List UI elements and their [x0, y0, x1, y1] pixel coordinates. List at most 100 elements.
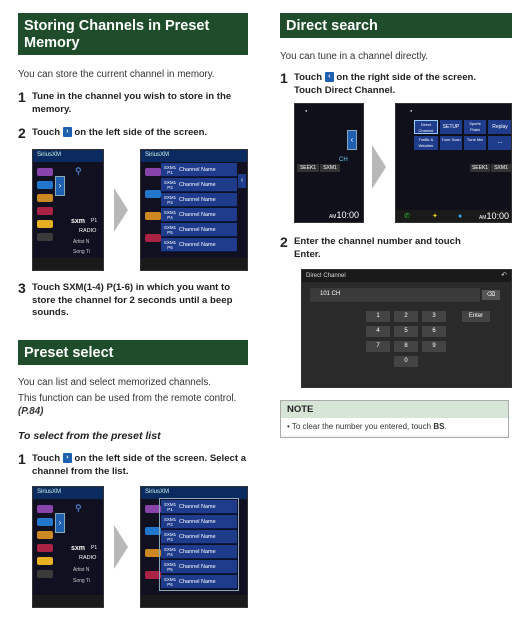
key-7[interactable]: 7 — [366, 341, 390, 352]
step-number: 1 — [280, 70, 288, 86]
direct-screen-before: ● ‹ CH SEEK1 SXM1 AM10:00 — [294, 103, 364, 223]
key-0[interactable]: 0 — [394, 356, 418, 367]
more-button[interactable]: ... — [488, 136, 511, 150]
sx-header: SiriusXM — [141, 150, 247, 162]
step-number: 1 — [18, 451, 26, 467]
direct-open-button[interactable]: ‹ — [347, 130, 357, 150]
chevron-right-icon: › — [62, 453, 72, 464]
preset-open-button[interactable]: › — [55, 513, 65, 533]
preset-intro-2-text: This function can be used from the remot… — [18, 393, 237, 404]
tune-scan-button[interactable]: Tune Scan — [440, 136, 462, 150]
step-text-post: on the right side of the screen. — [336, 72, 477, 83]
bottom-bar — [396, 210, 511, 222]
next-arrow — [372, 145, 386, 189]
enter-button[interactable]: Enter — [462, 311, 490, 322]
seek-button[interactable]: SEEK1 — [297, 164, 319, 172]
channel-logo — [145, 212, 161, 220]
replay-button[interactable]: Replay — [488, 120, 511, 134]
direct-step-2: 2 Enter the channel number and touch Ent… — [280, 235, 512, 261]
screen-before-2: SiriusXM › ⚲ sxm P1 RADIO Artist N Song … — [32, 486, 104, 608]
step-text-post: on the left side of the screen. — [74, 127, 208, 138]
key-9[interactable]: 9 — [422, 341, 446, 352]
bs-button[interactable]: ⌫ — [482, 290, 500, 300]
time-label: 10:00 — [486, 211, 509, 221]
channel-name: Channel Name — [179, 181, 216, 188]
next-arrow — [114, 525, 128, 569]
direct-step-1: 1 Touch ‹ on the right side of the scree… — [280, 70, 512, 97]
screen-before: SiriusXM › ⚲ sxm P1 RADIO Artist N Song … — [32, 149, 104, 271]
channel-logo — [37, 505, 53, 513]
sx-header: SiriusXM — [33, 150, 103, 162]
preset-number: SXM1 P5 — [163, 561, 177, 572]
key-2[interactable]: 2 — [394, 311, 418, 322]
chevron-right-icon: › — [62, 127, 72, 138]
sx-header: SiriusXM — [141, 487, 247, 499]
preset-open-button[interactable]: › — [55, 176, 65, 196]
radio-label: RADIO — [79, 228, 97, 234]
app-title: SiriusXM — [145, 152, 170, 158]
preset-number: SXM1 P2 — [163, 516, 177, 527]
collapse-tab[interactable]: ‹ — [238, 174, 246, 188]
channel-name: Channel Name — [179, 518, 216, 525]
note-body: • To clear the number you entered, touch… — [281, 418, 508, 435]
key-4[interactable]: 4 — [366, 326, 390, 337]
direct-channel-button[interactable]: Direct Channel — [414, 120, 438, 134]
seek-button[interactable]: SEEK1 — [470, 164, 490, 172]
search-icon[interactable]: ⚲ — [75, 166, 82, 176]
channel-name: Channel Name — [179, 226, 216, 233]
setup-button[interactable]: SETUP — [440, 120, 462, 134]
preset-number: SXM1 P6 — [163, 576, 177, 587]
back-icon[interactable]: ↶ — [501, 272, 507, 279]
globe-icon[interactable]: ● — [458, 213, 463, 220]
time-label: 10:00 — [336, 210, 359, 220]
preset-number: SXM1 P1 — [163, 164, 177, 175]
section-title-direct: Direct search — [280, 13, 512, 38]
step-line2-keyword: Direct Channel — [324, 84, 393, 96]
next-arrow — [114, 188, 128, 232]
note-text-pre: • To clear the number you entered, touch — [287, 422, 432, 431]
sxm1-button[interactable]: SXM1 — [320, 164, 340, 172]
tune-mix-button[interactable]: Tune Mix — [464, 136, 486, 150]
key-3[interactable]: 3 — [422, 311, 446, 322]
key-5[interactable]: 5 — [394, 326, 418, 337]
preset-number: SXM1 P3 — [163, 531, 177, 542]
ch-label: CH — [339, 157, 348, 163]
page-reference-link[interactable]: (P.84) — [18, 406, 44, 417]
sxm1-button[interactable]: SXM1 — [491, 164, 511, 172]
search-icon[interactable]: ⚲ — [75, 503, 82, 513]
clock: AM10:00 — [329, 210, 359, 220]
backspace-icon: ⌫ — [486, 292, 496, 298]
preset-step-1: 1 Touch › on the left side of the screen… — [18, 451, 248, 478]
sports-flash-button[interactable]: Sports Flash — [464, 120, 486, 134]
p1-label: P1 — [91, 218, 98, 224]
key-8[interactable]: 8 — [394, 341, 418, 352]
phone-icon[interactable]: ✆ — [404, 213, 410, 220]
step-keyword: Enter — [294, 248, 318, 260]
traffic-weather-button[interactable]: Traffic & Weather — [414, 136, 438, 150]
section-title-preset: Preset select — [18, 340, 248, 365]
star-icon[interactable]: ✦ — [432, 213, 438, 220]
key-1[interactable]: 1 — [366, 311, 390, 322]
note-box: NOTE • To clear the number you entered, … — [280, 400, 509, 438]
channel-logo — [37, 168, 53, 176]
channel-display: 101 CH — [310, 288, 480, 302]
step-text: Touch ‹ on the right side of the screen.… — [294, 72, 512, 97]
step-number: 3 — [18, 280, 26, 296]
app-title: SiriusXM — [37, 152, 62, 158]
direct-screen-menu: ● Direct Channel SETUP Sports Flash Repl… — [395, 103, 512, 223]
key-6[interactable]: 6 — [422, 326, 446, 337]
